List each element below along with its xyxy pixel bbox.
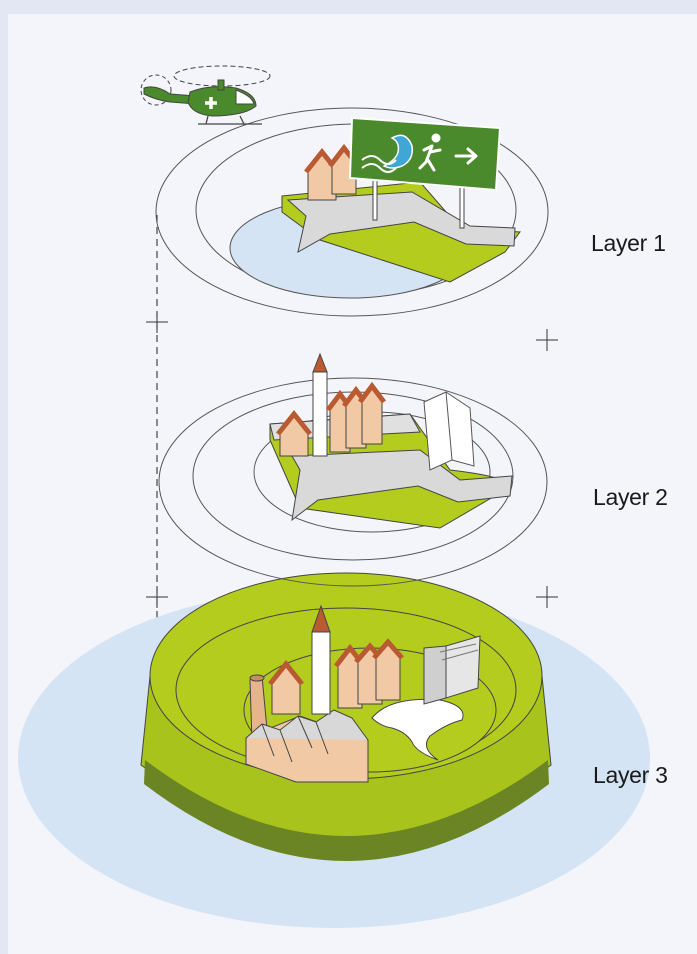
arrow-right-icon bbox=[454, 147, 478, 165]
layer-3-sluice-gate bbox=[423, 635, 481, 705]
medical-helicopter-icon bbox=[140, 65, 271, 125]
layer-3-factory bbox=[245, 674, 369, 783]
layer-2-island bbox=[158, 352, 548, 587]
layer-2-road bbox=[291, 449, 513, 522]
running-person-icon bbox=[418, 133, 442, 172]
layer-2-village bbox=[276, 352, 386, 457]
layer-2-ring-outer bbox=[158, 377, 548, 587]
layer-1-label: Layer 1 bbox=[591, 230, 666, 256]
sign-post-left bbox=[372, 179, 378, 221]
evacuation-route-sign-icon bbox=[348, 116, 502, 192]
layer-3-island bbox=[18, 572, 650, 928]
layer-1-island bbox=[155, 107, 549, 317]
layer-2-label: Layer 2 bbox=[593, 484, 668, 510]
crosshair-marks bbox=[146, 311, 558, 608]
layer-1-ring-outer bbox=[155, 107, 549, 317]
layer-3-village bbox=[268, 604, 404, 715]
layer-2-gate bbox=[423, 391, 475, 471]
layer-3-label: Layer 3 bbox=[593, 762, 668, 788]
layer-3-dike-stripe bbox=[144, 760, 549, 861]
layer-1-road bbox=[286, 191, 516, 253]
tsunami-wave-icon bbox=[361, 134, 414, 173]
